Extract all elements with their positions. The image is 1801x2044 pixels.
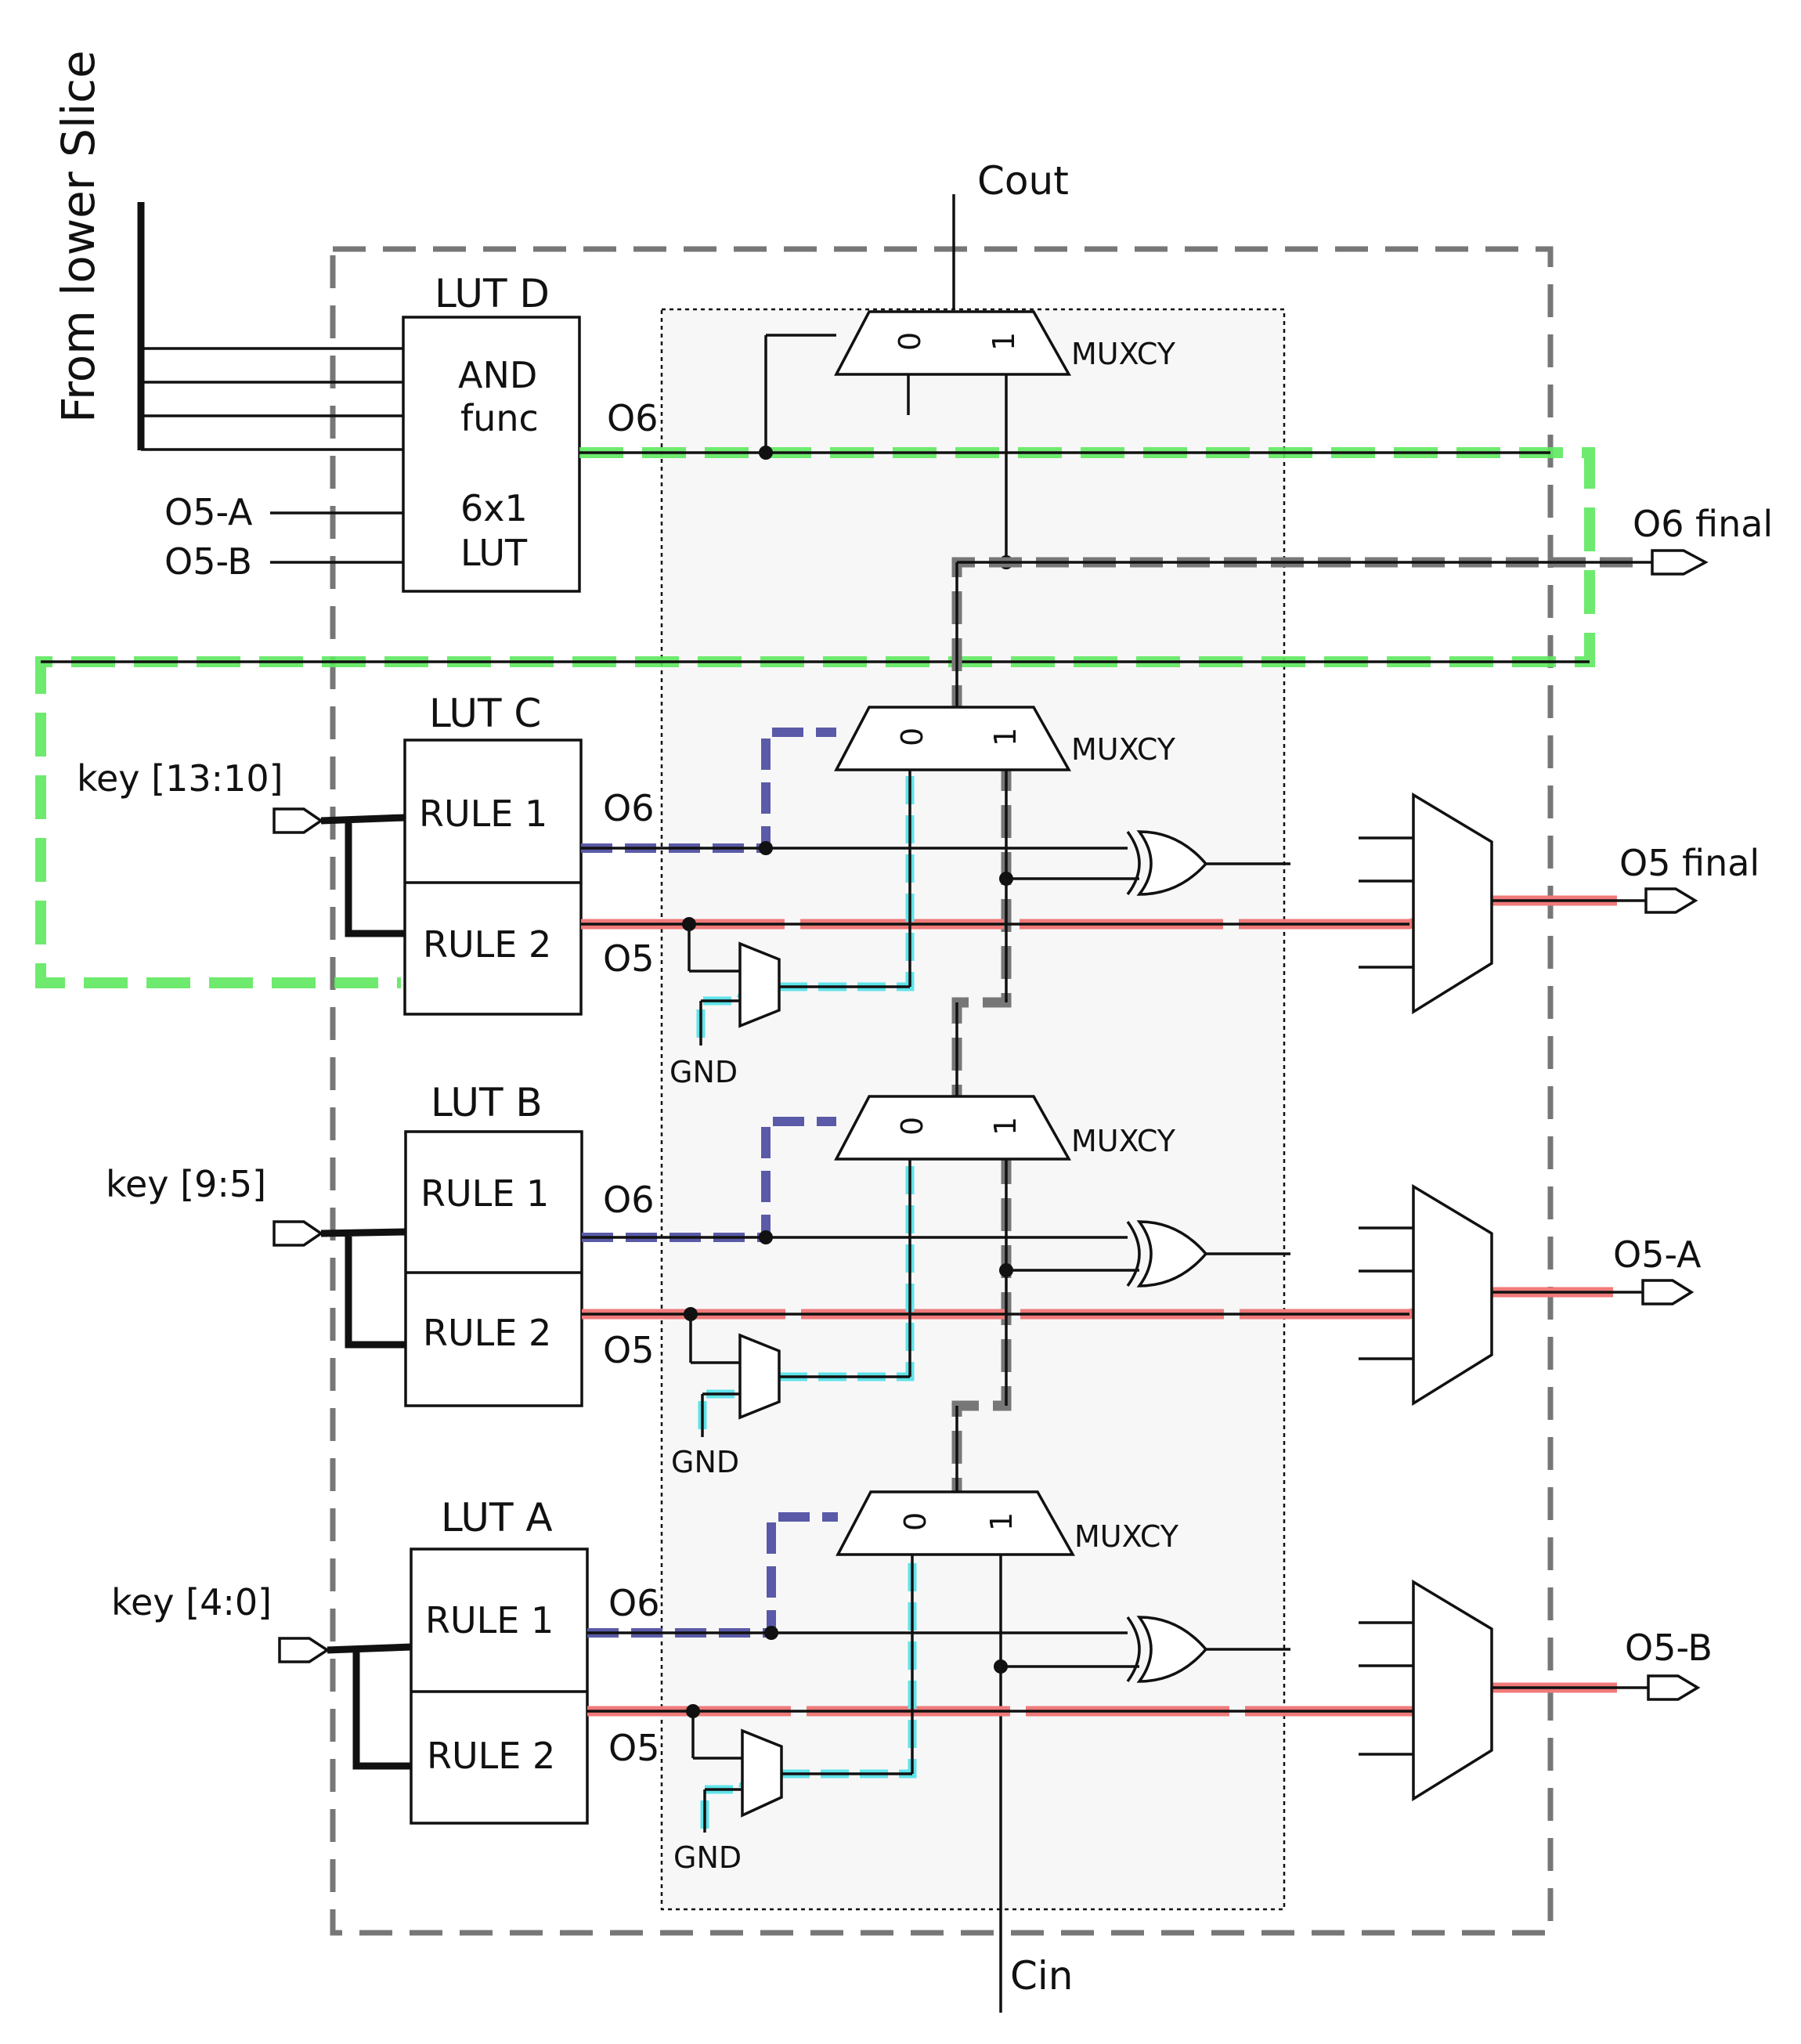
svg-text:0: 0 — [895, 1117, 929, 1136]
muxcy-top-in0: 0 — [893, 332, 927, 351]
lut-b-gnd: GND — [671, 1445, 739, 1479]
lut-c-key-port[interactable] — [272, 807, 324, 834]
muxcy-b-label: MUXCY — [1071, 1124, 1176, 1158]
o5-b-label: O5-B — [1625, 1627, 1713, 1669]
o5-b-port[interactable] — [1647, 1674, 1701, 1701]
lut-c-small-mux — [738, 941, 781, 1028]
lut-a-gnd: GND — [673, 1840, 742, 1875]
lut-b-small-mux — [738, 1333, 781, 1420]
o5-final-port[interactable] — [1644, 887, 1698, 914]
lut-c-rule1: RULE 1 — [419, 793, 547, 835]
cout-label: Cout — [977, 158, 1069, 204]
lut-d-line2: func — [460, 397, 539, 439]
muxcy-b — [834, 1095, 1071, 1161]
lut-a-key-port[interactable] — [278, 1637, 330, 1663]
lut-b-title: LUT B — [431, 1080, 543, 1125]
lut-a-output-mux — [1412, 1579, 1493, 1802]
slice-boundary — [330, 246, 1554, 1936]
lut-d-in-a: O5-A — [164, 491, 253, 533]
muxcy-c-label: MUXCY — [1071, 732, 1176, 767]
muxcy-top-label: MUXCY — [1071, 337, 1176, 371]
lut-b-rule1: RULE 1 — [420, 1172, 549, 1215]
svg-text:0: 0 — [898, 1512, 933, 1531]
lut-a-key: key [4:0] — [111, 1581, 272, 1623]
lut-a-block — [410, 1547, 589, 1825]
lut-c-o6: O6 — [603, 787, 654, 829]
muxcy-top-in1: 1 — [987, 332, 1021, 351]
lut-d-title: LUT D — [435, 271, 550, 316]
o6-final-label: O6 final — [1633, 503, 1773, 545]
lut-d-line3: 6x1 — [460, 487, 528, 529]
lut-b-key: key [9:5] — [106, 1163, 266, 1205]
lut-b-o6: O6 — [603, 1179, 654, 1221]
lut-d-o6: O6 — [607, 397, 658, 439]
lut-a-rule2: RULE 2 — [427, 1735, 555, 1777]
lut-c-xor — [1136, 830, 1208, 896]
o6-final-port[interactable] — [1651, 549, 1709, 576]
o5-a-port[interactable] — [1641, 1279, 1695, 1305]
lut-a-title: LUT A — [441, 1495, 553, 1540]
cin-label: Cin — [1010, 1953, 1074, 1999]
side-label: From lower Slice — [52, 50, 105, 423]
lut-b-key-port[interactable] — [272, 1220, 324, 1247]
lut-d-block — [402, 316, 581, 593]
o5-final-label: O5 final — [1619, 842, 1759, 884]
lut-c-block — [403, 739, 583, 1016]
svg-text:0: 0 — [895, 728, 929, 746]
svg-text:1: 1 — [988, 728, 1023, 746]
lut-c-o5: O5 — [603, 937, 654, 980]
lower-slice-bus — [137, 202, 403, 451]
lut-a-xor — [1136, 1616, 1208, 1683]
svg-text:1: 1 — [984, 1512, 1019, 1531]
muxcy-a-label: MUXCY — [1074, 1519, 1179, 1554]
lut-c-key: key [13:10] — [77, 757, 283, 800]
lut-c-output-mux — [1412, 792, 1493, 1015]
lut-b-block — [404, 1130, 583, 1407]
lut-a-group: LUT A RULE 1 RULE 2 key [4:0] O6 O5 GND … — [111, 1406, 1713, 1875]
lut-b-output-mux — [1412, 1183, 1493, 1407]
lut-b-rule2: RULE 2 — [423, 1312, 551, 1354]
lut-b-group: LUT B RULE 1 RULE 2 key [9:5] O6 O5 GND … — [106, 1002, 1702, 1479]
lut-a-small-mux — [741, 1728, 783, 1818]
muxcy-c — [834, 706, 1071, 771]
o5-a-label: O5-A — [1613, 1233, 1702, 1276]
muxcy-top — [834, 310, 1071, 376]
lut-d-line1: AND — [458, 354, 537, 396]
lut-c-title: LUT C — [429, 691, 541, 736]
lut-c-gnd: GND — [670, 1055, 738, 1089]
svg-text:1: 1 — [988, 1117, 1023, 1136]
lut-b-o5: O5 — [603, 1329, 654, 1371]
lut-a-rule1: RULE 1 — [425, 1599, 554, 1641]
lut-d-line4: LUT — [460, 532, 528, 574]
lut-c-group: LUT C RULE 1 RULE 2 key [13:10] O6 O5 GN… — [77, 691, 1759, 1089]
lut-d-in-b: O5-B — [164, 540, 252, 583]
lut-a-o6: O6 — [608, 1582, 659, 1624]
muxcy-a — [836, 1490, 1075, 1556]
lut-c-rule2: RULE 2 — [423, 923, 551, 966]
lut-b-xor — [1136, 1220, 1208, 1287]
lut-a-o5: O5 — [608, 1727, 659, 1769]
